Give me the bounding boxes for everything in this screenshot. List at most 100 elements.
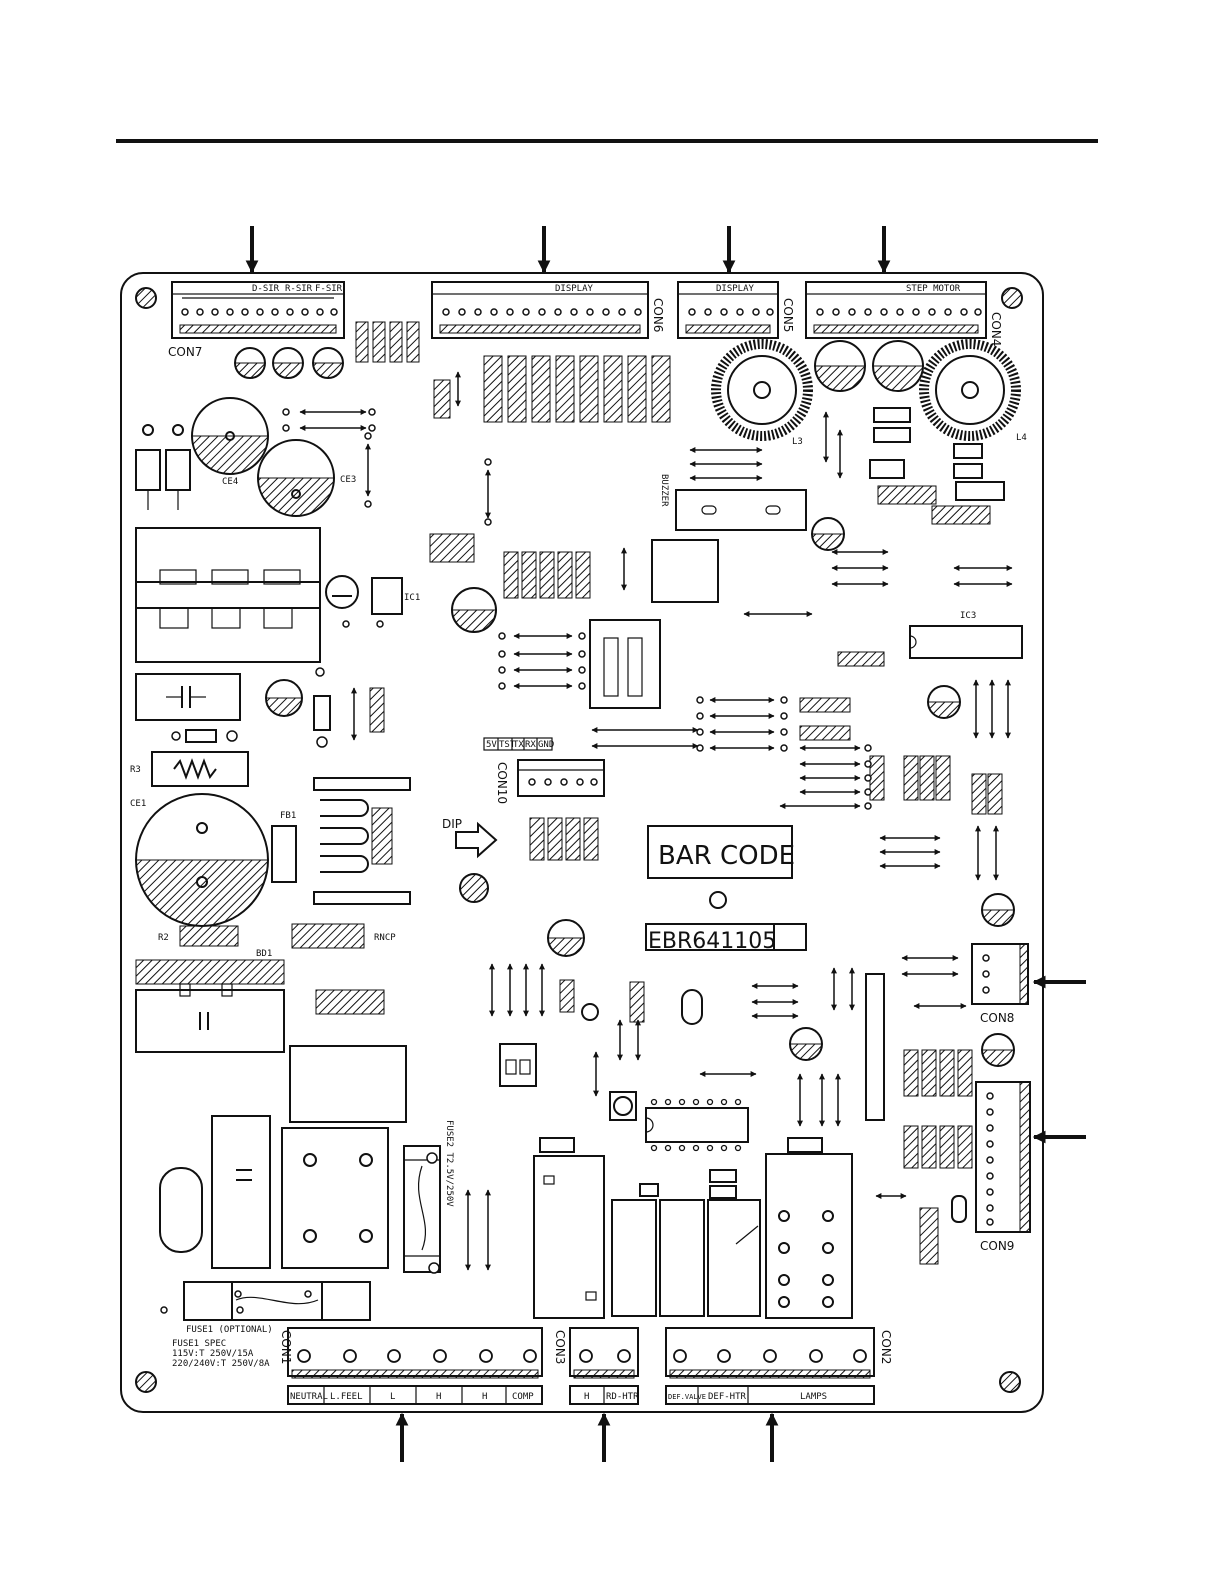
ce4-label: CE4	[222, 477, 238, 487]
diodes-d5-d6	[873, 407, 983, 479]
pointer-arrows	[245, 226, 1086, 1462]
r3-label: R3	[130, 765, 141, 775]
fuse1-spec-title: FUSE1 SPEC	[172, 1339, 226, 1349]
con4-header-label: STEP MOTOR	[906, 284, 961, 294]
fuse-1: FUSE1 (OPTIONAL) FUSE1 SPEC 115V:T 250V/…	[172, 1281, 371, 1369]
relay-ry2	[707, 1169, 761, 1317]
fb1-label: FB1	[280, 811, 296, 821]
con5-header-label: DISPLAY	[716, 284, 755, 294]
connector-con7: D-SIR R-SIR F-SIR CON7	[168, 281, 345, 359]
resistor-array-top	[355, 321, 420, 363]
resistors-right-upper	[869, 459, 1005, 525]
resistor-bank-right-lower	[903, 1049, 973, 1265]
terminal-block-left	[135, 527, 321, 663]
buzzer-label: BUZZER	[659, 474, 669, 507]
buzzer: BUZZER	[659, 474, 807, 531]
resistor-r16	[433, 379, 451, 419]
con5-label: CON5	[781, 298, 795, 332]
con10-pin-gnd: GND	[538, 740, 554, 750]
capacitor-ce15	[789, 1027, 823, 1061]
capacitor-cn1-block	[135, 673, 241, 721]
crystal-reset	[609, 1091, 637, 1121]
con1-label-comp: COMP	[512, 1392, 534, 1402]
capacitor-ce3: CE3	[257, 439, 356, 517]
con3-label: CON3	[553, 1330, 567, 1364]
connector-con2: DEF.VALVE DEF-HTR LAMPS CON2	[665, 1327, 893, 1405]
bridge-bd1: BD1	[135, 949, 285, 1053]
bar-code-label: BAR CODE	[647, 825, 795, 909]
solder-pads	[160, 408, 872, 1314]
capacitor-ce8	[547, 919, 585, 957]
connector-con8: CON8	[971, 943, 1029, 1025]
fuse1-label: FUSE1 (OPTIONAL)	[186, 1325, 273, 1335]
resistor-bank-mid	[503, 551, 591, 599]
varistor-va1	[159, 1167, 203, 1253]
capacitor-ce12	[981, 893, 1015, 927]
fuse1-spec-line2: 220/240V:T 250V/8A	[172, 1359, 270, 1369]
relay-ry3	[765, 1137, 853, 1319]
con1-label: CON1	[279, 1330, 293, 1364]
bar-code-text: BAR CODE	[658, 841, 795, 871]
bd1-label: BD1	[256, 949, 272, 959]
con2-label: CON2	[879, 1330, 893, 1364]
con7-label-fsir: F-SIR	[315, 284, 343, 294]
con3-label-rdhtr: RD-HTR	[606, 1392, 639, 1402]
fuse2-label: FUSE2 T2.5V/250V	[444, 1120, 454, 1207]
r2-label: R2	[158, 933, 169, 943]
con10-pin-tst: TST	[499, 740, 516, 750]
ic3-label: IC3	[960, 611, 976, 621]
relay-ry4	[611, 1183, 659, 1317]
con10-pin-rx: RX	[525, 740, 536, 750]
con6-label: CON6	[651, 298, 665, 332]
ce1-label: CE1	[130, 799, 146, 809]
con7-label: CON7	[168, 345, 202, 359]
con7-label-rsir: R-SIR	[285, 284, 313, 294]
resistor-r2: R2	[158, 925, 239, 947]
con3-label-h: H	[584, 1392, 589, 1402]
inductor-l4: L4	[919, 339, 1027, 443]
l4-label: L4	[1016, 433, 1027, 443]
con6-header-label: DISPLAY	[555, 284, 594, 294]
pcb-board-outline	[120, 272, 1044, 1413]
header-strip-vertical	[865, 973, 885, 1121]
dip-switch-area: DIP	[442, 817, 599, 903]
con8-label: CON8	[980, 1011, 1014, 1025]
resistor-r3: R3	[130, 751, 249, 787]
capacitor-ce1: CE1	[130, 793, 269, 927]
ic-ic6-cluster	[589, 539, 719, 709]
con1-label-h2: H	[482, 1392, 487, 1402]
transformer-t2	[281, 1045, 407, 1269]
con1-label-h1: H	[436, 1392, 441, 1402]
jumper-arrows-top	[299, 371, 491, 519]
l3-label: L3	[792, 437, 803, 447]
connector-con6: DISPLAY CON6	[431, 281, 665, 339]
con2-label-lamps: LAMPS	[800, 1392, 827, 1402]
ce3-label: CE3	[340, 475, 356, 485]
jumper-arrows-lower	[465, 955, 967, 1271]
capacitor-ce7	[811, 517, 845, 551]
resistor-r1	[315, 989, 385, 1015]
switch-sw1	[499, 1043, 537, 1087]
con4-label: CON4	[989, 312, 1003, 346]
con2-label-defvalve: DEF.VALVE	[668, 1393, 706, 1401]
ic-ic3: IC3	[909, 611, 1023, 659]
connector-con9: CON9	[975, 1081, 1031, 1253]
con9-label: CON9	[980, 1239, 1014, 1253]
part-number-box: EBR641105	[645, 923, 807, 954]
heatsink-ic2	[313, 777, 411, 905]
part-number-text: EBR641105	[648, 929, 776, 954]
con1-label-neutral: NEUTRAL	[290, 1392, 328, 1402]
capacitor-ce4: CE4	[191, 397, 269, 487]
resistors-lower-center	[559, 979, 703, 1025]
resistor-bank-center	[483, 355, 671, 423]
relay-ry1	[533, 1137, 605, 1319]
dip-label: DIP	[442, 817, 462, 831]
ic-ic1: IC1	[325, 575, 420, 615]
relay-ry5	[659, 1199, 705, 1317]
ic1-label: IC1	[404, 593, 420, 603]
con10-pin-tx: TX	[513, 740, 524, 750]
capacitor-ce5	[451, 587, 497, 633]
capacitor-ce2	[265, 679, 385, 733]
jumper-arrows-center	[351, 411, 1013, 881]
